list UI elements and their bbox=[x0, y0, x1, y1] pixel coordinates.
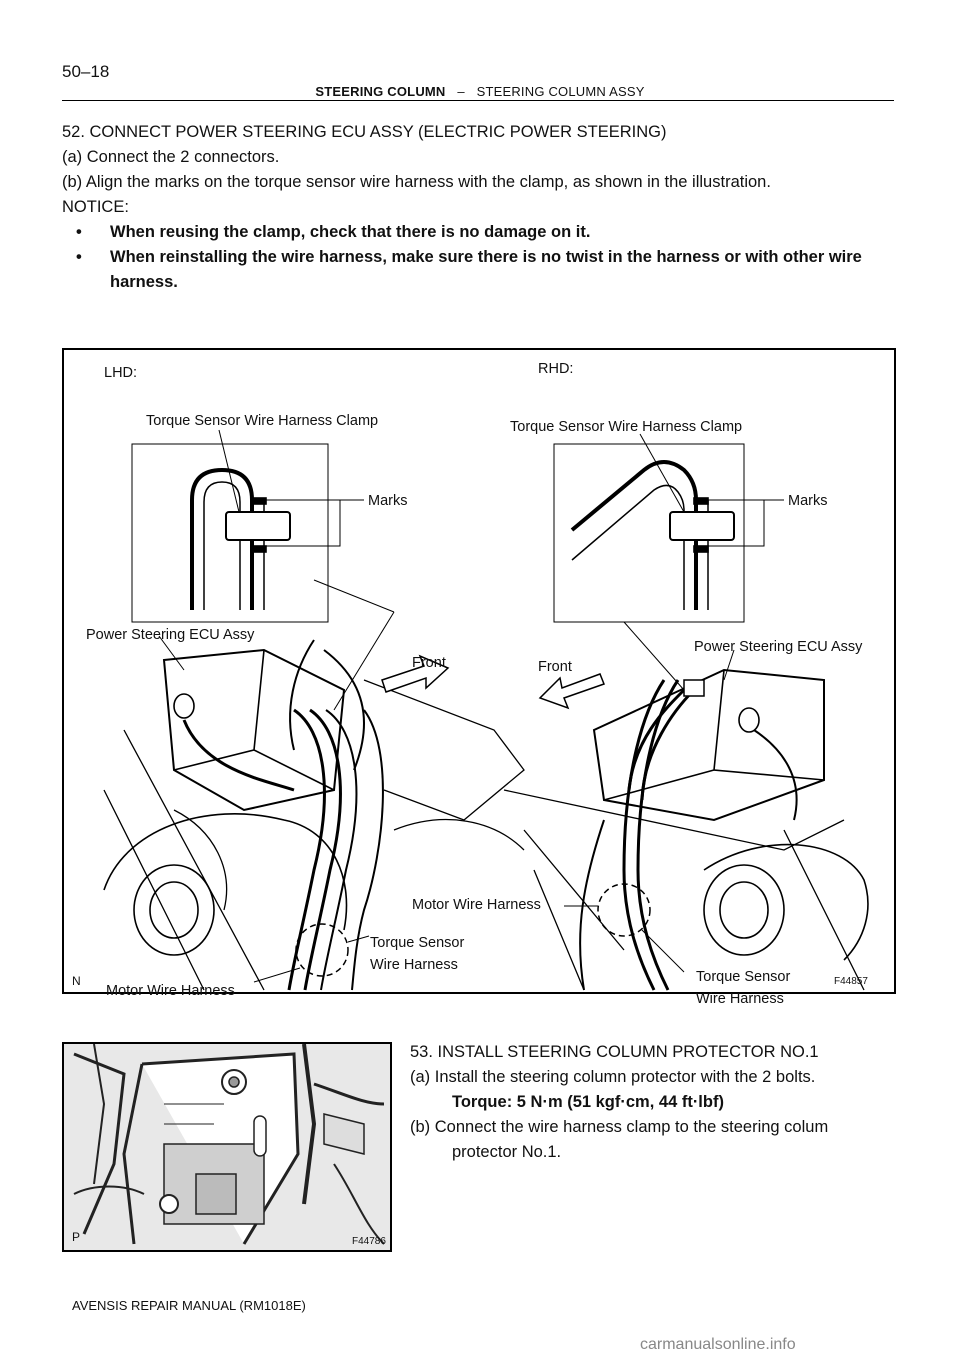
bullet-icon: • bbox=[76, 223, 82, 241]
rhd-label: RHD: bbox=[538, 361, 574, 377]
bullet-2-text: When reinstalling the wire harness, make… bbox=[110, 248, 862, 266]
notice-bullet-2: • When reinstalling the wire harness, mak… bbox=[76, 245, 862, 270]
front-label-rhd: Front bbox=[538, 659, 572, 675]
steering-ecu-illustration bbox=[103, 429, 869, 991]
notice-bullet-2-cont: harness. bbox=[110, 273, 178, 291]
marks-label-lhd: Marks bbox=[368, 493, 408, 509]
front-label-lhd: Front bbox=[412, 655, 446, 671]
lhd-label: LHD: bbox=[104, 365, 138, 381]
torque-spec: Torque: 5 N·m (51 kgf·cm, 44 ft·lbf) bbox=[452, 1093, 724, 1111]
bullet-1-text: When reusing the clamp, check that there… bbox=[110, 223, 591, 241]
step-53-b: (b) Connect the wire harness clamp to th… bbox=[410, 1118, 829, 1136]
running-header: STEERING COLUMN – STEERING COLUMN ASSY bbox=[0, 84, 960, 99]
footer-manual-id: AVENSIS REPAIR MANUAL (RM1018E) bbox=[72, 1298, 306, 1313]
torque-harness-label-lhd-2: Wire Harness bbox=[370, 957, 458, 973]
figure-steering-ecu: LHD: RHD: Torque Sensor Wire Harness Cla… bbox=[62, 348, 896, 1007]
section-title: STEERING COLUMN bbox=[315, 84, 446, 99]
watermark: carmanualsonline.info bbox=[640, 1336, 796, 1353]
marks-label-rhd: Marks bbox=[788, 493, 828, 509]
ecu-label-lhd: Power Steering ECU Assy bbox=[86, 627, 255, 643]
step-52-b: (b) Align the marks on the torque sensor… bbox=[62, 173, 771, 191]
header-rule bbox=[62, 100, 894, 101]
figure2-corner-mark: P bbox=[72, 1230, 81, 1244]
motor-harness-label-lhd: Motor Wire Harness bbox=[106, 983, 235, 999]
step-52-a: (a) Connect the 2 connectors. bbox=[62, 148, 280, 166]
step-53-title: 53. INSTALL STEERING COLUMN PROTECTOR NO… bbox=[410, 1043, 819, 1061]
header-separator: – bbox=[457, 84, 465, 99]
step-53-b-cont: protector No.1. bbox=[452, 1143, 562, 1161]
clamp-label-rhd: Torque Sensor Wire Harness Clamp bbox=[510, 419, 743, 435]
torque-harness-label-rhd-2: Wire Harness bbox=[696, 991, 784, 1007]
figure-corner-mark: N bbox=[72, 974, 81, 988]
figure-column-protector: P F44786 bbox=[62, 1042, 392, 1252]
step-52-title: 52. CONNECT POWER STEERING ECU ASSY (ELE… bbox=[62, 123, 667, 141]
column-protector-illustration bbox=[64, 1044, 390, 1250]
ecu-label-rhd: Power Steering ECU Assy bbox=[694, 639, 863, 655]
step-53-a: (a) Install the steering column protecto… bbox=[410, 1068, 816, 1086]
torque-harness-label-lhd-1: Torque Sensor bbox=[370, 935, 465, 951]
bullet-icon: • bbox=[76, 248, 82, 266]
page-number: 50–18 bbox=[62, 62, 110, 81]
subsection-title: STEERING COLUMN ASSY bbox=[476, 84, 645, 99]
notice-bullet-1: • When reusing the clamp, check that ther… bbox=[76, 220, 590, 245]
torque-harness-label-rhd-1: Torque Sensor bbox=[696, 969, 791, 985]
clamp-label-lhd: Torque Sensor Wire Harness Clamp bbox=[146, 413, 379, 429]
notice-label: NOTICE: bbox=[62, 198, 129, 216]
figure2-code: F44786 bbox=[352, 1236, 386, 1247]
motor-harness-label-rhd: Motor Wire Harness bbox=[412, 897, 541, 913]
figure-code: F44857 bbox=[834, 976, 868, 987]
